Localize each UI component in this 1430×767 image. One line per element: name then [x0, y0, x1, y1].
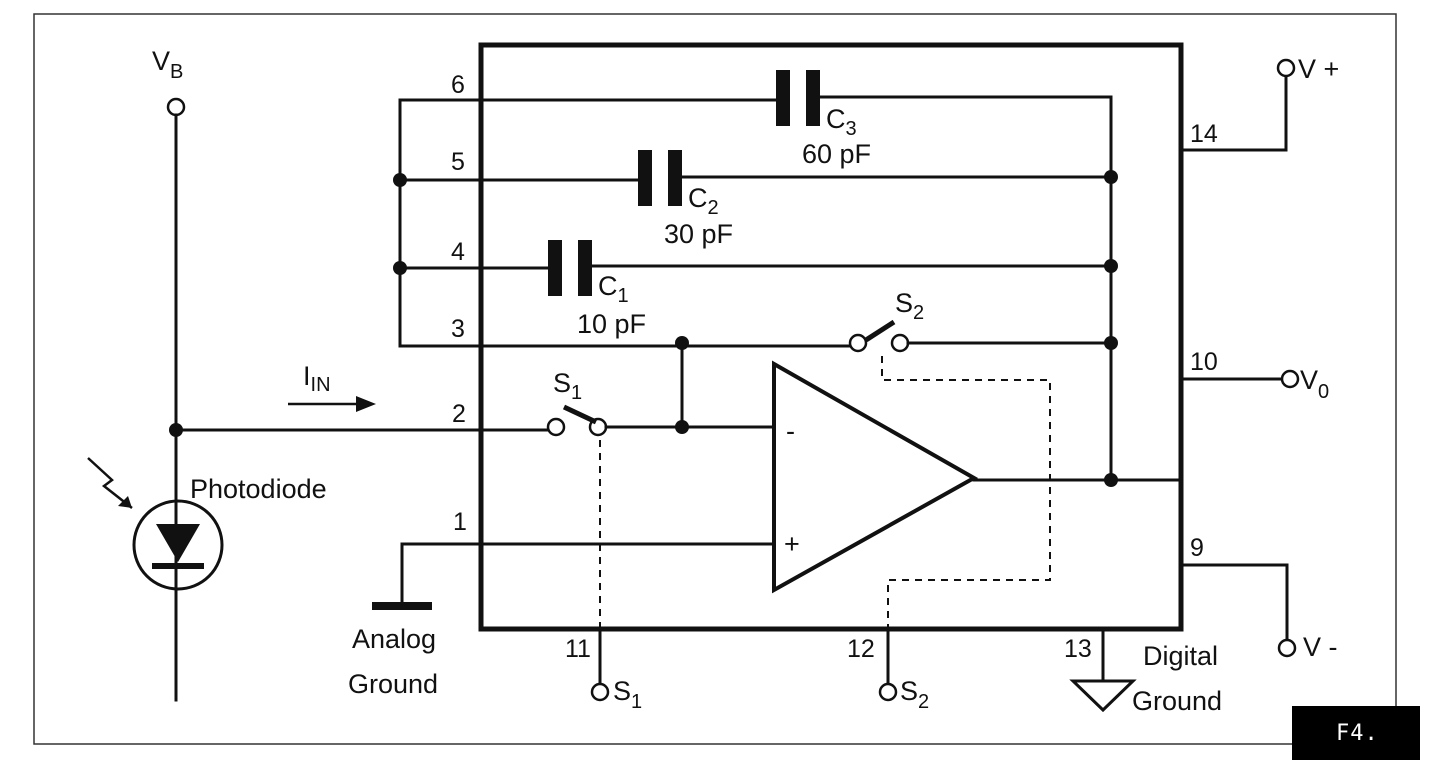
pin-6-label: 6	[451, 71, 465, 99]
s2-switch-label: S2	[895, 288, 924, 324]
digital-ground-label-1: Digital	[1143, 641, 1218, 671]
pin-12-label: 12	[847, 635, 875, 663]
light-arrow-icon	[87, 457, 133, 509]
c1-label: C1	[598, 271, 629, 307]
opamp-inverting-label: -	[786, 416, 795, 446]
c3-value: 60 pF	[802, 139, 871, 169]
input-current: IIN	[288, 361, 376, 412]
vout-label: V0	[1300, 365, 1329, 403]
figure-frame	[33, 13, 1397, 745]
pin-13-label: 13	[1064, 635, 1092, 663]
c3-label: C3	[826, 104, 857, 140]
figure-tag: F4.	[1336, 721, 1379, 746]
ic-package	[478, 42, 1184, 632]
pin-14-label: 14	[1190, 120, 1218, 148]
opamp-noninverting-label: +	[784, 529, 800, 559]
s2-terminal-label: S2	[900, 676, 929, 713]
digital-ground-icon	[1069, 679, 1137, 713]
pin-4-label: 4	[451, 238, 465, 266]
pin-2-label: 2	[452, 400, 466, 428]
vplus-label: V +	[1298, 54, 1339, 84]
iin-label: IIN	[303, 361, 331, 396]
vminus-label: V -	[1303, 632, 1338, 662]
pin-9-label: 9	[1190, 534, 1204, 562]
pin-1-label: 1	[453, 508, 467, 536]
digital-ground-label-2: Ground	[1132, 686, 1222, 716]
vb-terminal	[166, 97, 186, 117]
switch-s2: S2	[848, 288, 924, 353]
pin-11-label: 11	[565, 635, 591, 663]
c2-value: 30 pF	[664, 219, 733, 249]
analog-ground-label-2: Ground	[348, 669, 438, 699]
s1-terminal-label: S1	[613, 676, 642, 713]
vb-supply: VB	[152, 46, 186, 702]
photodiode-label: Photodiode	[190, 474, 327, 504]
pin-3-label: 3	[451, 315, 465, 343]
s1-switch-label: S1	[553, 368, 582, 404]
op-amp: - +	[772, 360, 979, 594]
c2-label: C2	[688, 183, 719, 219]
figure-tag-box	[1292, 706, 1420, 760]
switch-s1: S1	[546, 368, 608, 437]
photodiode: Photodiode	[87, 428, 327, 702]
pin-5-label: 5	[451, 148, 465, 176]
pin-10-label: 10	[1190, 348, 1218, 376]
c1-value: 10 pF	[577, 309, 646, 339]
vb-label: VB	[152, 46, 183, 83]
analog-ground-label-1: Analog	[352, 624, 436, 654]
arrow-right-icon	[356, 396, 376, 412]
